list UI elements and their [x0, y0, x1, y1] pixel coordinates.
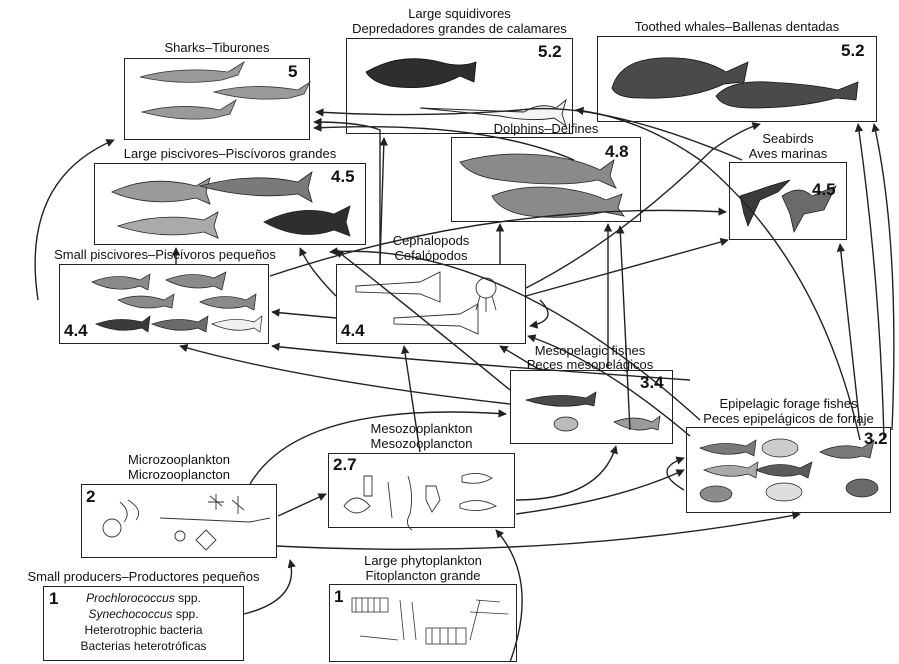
epipelagic-trophic-level: 3.2	[864, 429, 888, 448]
seabirds-trophic-level: 4.5	[812, 180, 836, 199]
arrow-epipelagic-self	[666, 456, 685, 491]
arrow-seabirds-sharks	[315, 107, 743, 161]
arrow-mesopelagic-large-piscivores	[335, 249, 511, 391]
large-piscivore-illustrations	[111, 171, 351, 239]
prochlorococcus-spp: spp.	[178, 591, 201, 605]
toothed-whale-illustrations	[611, 57, 859, 109]
arrow-epipelagic-small-piscivores	[271, 342, 691, 381]
microzooplankton-label-line1: Microzooplankton	[128, 452, 230, 467]
arrow-mesopelagic-cephalopods	[499, 345, 541, 371]
cephalopods-trophic-level: 4.4	[341, 321, 365, 340]
cephalopod-illustrations	[355, 271, 497, 335]
arrow-mesozooplankton-mesopelagic	[515, 445, 618, 501]
seabirds-label-line1: Seabirds	[762, 131, 814, 146]
arrow-phytoplankton-mesozooplankton	[495, 529, 523, 663]
arrow-microzooplankton-epipelagic	[275, 511, 801, 550]
arrow-epipelagic-large-piscivores	[329, 247, 701, 421]
producer-synechococcus: Synechococcus spp.	[43, 607, 244, 622]
seabird-illustrations	[739, 179, 837, 233]
large-phytoplankton-label-line2: Fitoplancton grande	[365, 568, 481, 583]
synechococcus-genus: Synechococcus	[88, 607, 176, 621]
microzooplankton-illustrations	[102, 494, 271, 551]
microzooplankton-trophic-level: 2	[86, 487, 96, 506]
large-phytoplankton-trophic-level: 1	[334, 587, 344, 606]
sharks-trophic-level: 5	[288, 62, 298, 81]
small-piscivores-label: Small piscivores–Piscívoros pequeños	[54, 247, 276, 262]
large-piscivores-label: Large piscivores–Piscívoros grandes	[123, 146, 337, 161]
small-producers-box	[43, 586, 244, 661]
small-producers-content: 1 Prochlorococcus spp. Synechococcus spp…	[43, 586, 244, 661]
epipelagic-label-line2: Peces epipelágicos de forraje	[703, 411, 874, 426]
mesozooplankton-label-line2: Mesozooplancton	[370, 436, 473, 451]
arrow-mesozooplankton-epipelagic	[515, 469, 685, 515]
arrow-microzooplankton-mesopelagic	[249, 409, 507, 485]
arrow-small-piscivores-seabirds	[269, 207, 727, 277]
epipelagic-label-line1: Epipelagic forage fishes	[719, 396, 858, 411]
mesopelagic-box	[510, 370, 673, 444]
arrow-epipelagic-seabirds	[836, 243, 861, 427]
prochlorococcus-genus: Prochlorococcus	[86, 591, 179, 605]
arrow-mesopelagic-small-piscivores	[179, 344, 511, 405]
producer-heterotrophic-bacteria: Heterotrophic bacteria	[84, 623, 203, 637]
squidivores-trophic-level: 5.2	[538, 42, 562, 61]
producer-prochlorococcus: Prochlorococcus spp.	[43, 591, 244, 606]
dolphins-trophic-level: 4.8	[605, 142, 629, 161]
small-producers-label: Small producers–Productores pequeños	[27, 569, 260, 584]
large-phytoplankton-label-line1: Large phytoplankton	[364, 553, 482, 568]
synechococcus-spp: spp.	[175, 607, 199, 621]
mesozooplankton-box	[328, 453, 515, 528]
squidivores-label-line1: Large squidivores	[408, 6, 511, 21]
arrow-cephalopods-self	[529, 299, 549, 329]
large-phytoplankton-illustrations	[351, 597, 509, 645]
microzooplankton-box	[81, 484, 277, 558]
producer-bacterias-heterotroficas: Bacterias heterotróficas	[80, 639, 207, 653]
seabirds-label-line2: Aves marinas	[748, 146, 828, 161]
small-piscivores-trophic-level: 4.4	[64, 321, 88, 340]
dolphin-illustrations	[459, 153, 625, 218]
arrow-epipelagic-dolphins	[616, 225, 631, 431]
arrow-cephalopods-whales	[525, 122, 761, 289]
squidivores-label-line2: Depredadores grandes de calamares	[352, 21, 567, 36]
mesozooplankton-label-line1: Mesozooplankton	[370, 421, 473, 436]
small-piscivore-illustrations	[91, 271, 263, 333]
mesopelagic-label-line2: Peces mesopelágicos	[526, 357, 654, 372]
arrow-dolphins-sharks	[313, 123, 575, 161]
arrow-cephalopods-squidivores	[379, 137, 388, 265]
toothed-whales-trophic-level: 5.2	[841, 41, 865, 60]
toothed-whales-label: Toothed whales–Ballenas dentadas	[634, 19, 840, 34]
arrow-epipelagic-cephalopods	[527, 334, 691, 437]
arrow-mesopelagic-whales	[871, 123, 895, 431]
arrow-microzooplankton-mesozooplankton	[277, 493, 327, 517]
large-phytoplankton-box	[329, 584, 517, 662]
arrow-mesozooplankton-cephalopods	[400, 345, 421, 453]
arrow-cephalopods-small-piscivores	[271, 308, 337, 319]
dolphins-label: Dolphins–Delfines	[493, 121, 599, 136]
cephalopods-label-line1: Cephalopods	[392, 233, 470, 248]
mesopelagic-fish-illustrations	[524, 391, 661, 432]
mesozooplankton-trophic-level: 2.7	[333, 455, 357, 474]
arrow-cephalopods-sharks	[313, 117, 381, 264]
mesozooplankton-illustrations	[343, 473, 498, 531]
arrow-cephalopods-seabirds	[525, 237, 729, 297]
arrow-producers-microzooplankton	[243, 559, 296, 615]
mesopelagic-trophic-level: 3.4	[640, 373, 664, 392]
sharks-label: Sharks–Tiburones	[164, 40, 270, 55]
epipelagic-fish-illustrations	[699, 438, 879, 503]
cephalopods-label-line2: Cefalópodos	[394, 248, 468, 263]
small-producers-trophic-level: 1	[49, 589, 59, 608]
tuna-swordfish-illustrations	[365, 58, 567, 128]
mesopelagic-label-line1: Mesopelagic fishes	[534, 343, 646, 358]
shark-illustrations	[139, 60, 312, 120]
arrow-epipelagic-squidivores	[575, 106, 861, 441]
arrow-cephalopods-large-piscivores	[299, 247, 337, 297]
large-piscivores-trophic-level: 4.5	[331, 167, 355, 186]
microzooplankton-label-line2: Microzooplancton	[128, 467, 230, 482]
arrow-small-piscivores-sharks	[34, 139, 115, 301]
arrow-epipelagic-whales	[854, 123, 885, 441]
